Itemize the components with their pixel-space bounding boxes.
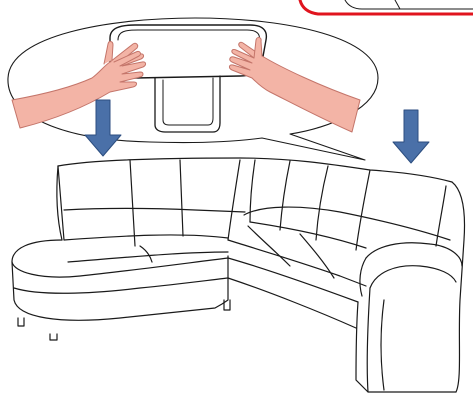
corner-sofa-icon	[12, 158, 465, 392]
callout-box-corner	[300, 0, 473, 14]
down-arrow-icon	[85, 100, 121, 156]
left-hand-icon	[12, 41, 146, 128]
right-hand-icon	[229, 37, 360, 132]
down-arrow-icon	[393, 110, 429, 163]
